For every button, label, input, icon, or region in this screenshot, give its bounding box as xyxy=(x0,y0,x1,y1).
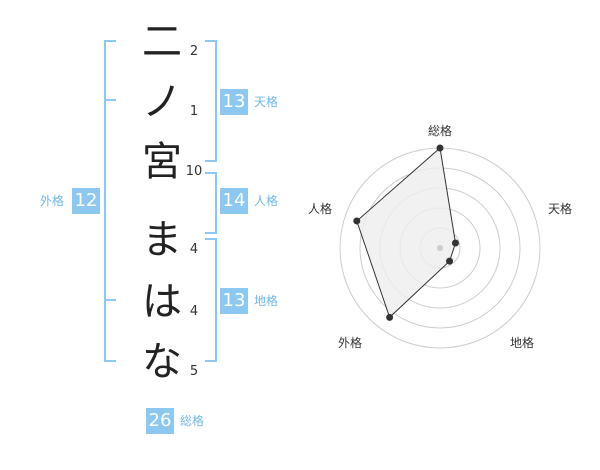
chikaku-label: 地格 xyxy=(254,294,279,308)
chikaku-badge: 13 xyxy=(220,288,248,314)
radar-point-4 xyxy=(386,313,394,321)
stroke-count-3: 10 xyxy=(185,164,203,179)
radar-label-soukaku: 総格 xyxy=(428,124,453,138)
jinkaku-badge: 14 xyxy=(220,188,248,214)
stroke-count-1: 2 xyxy=(189,44,199,59)
radar-label-tenkaku: 天格 xyxy=(548,202,573,216)
name-char-4: ま xyxy=(142,217,182,263)
gaikaku-label: 外格 xyxy=(40,194,65,208)
radar-point-1 xyxy=(436,144,444,152)
tenkaku-label: 天格 xyxy=(254,95,279,109)
name-char-3: 宮 xyxy=(142,139,182,185)
radar-points xyxy=(353,144,459,321)
radar-chart xyxy=(339,144,541,349)
radar-label-gaikaku: 外格 xyxy=(338,336,363,350)
tenkaku-badge: 13 xyxy=(220,89,248,115)
jinkaku-bracket xyxy=(205,172,217,234)
stroke-count-4: 4 xyxy=(189,242,199,257)
stroke-count-6: 5 xyxy=(189,364,199,379)
jinkaku-label: 人格 xyxy=(254,194,279,208)
gaikaku-bracket xyxy=(104,40,116,362)
name-char-5: は xyxy=(142,279,182,325)
radar-point-3 xyxy=(446,257,454,265)
stroke-count-2: 1 xyxy=(189,104,199,119)
tenkaku-bracket xyxy=(205,40,217,162)
bracket-tick xyxy=(106,299,116,301)
bracket-tick xyxy=(106,99,116,101)
radar-point-5 xyxy=(353,217,361,225)
name-char-1: 二 xyxy=(142,19,182,65)
stroke-count-5: 4 xyxy=(189,304,199,319)
name-char-2: ノ xyxy=(142,79,182,125)
chikaku-bracket xyxy=(205,238,217,362)
soukaku-badge: 26 xyxy=(146,408,174,434)
name-char-6: な xyxy=(142,339,182,385)
radar-label-jinkaku: 人格 xyxy=(308,202,333,216)
radar-label-chikaku: 地格 xyxy=(510,336,535,350)
radar-area xyxy=(356,147,457,319)
radar-center xyxy=(437,245,443,251)
radar-point-2 xyxy=(451,239,459,247)
gaikaku-badge: 12 xyxy=(72,188,100,214)
soukaku-label: 総格 xyxy=(180,414,205,428)
